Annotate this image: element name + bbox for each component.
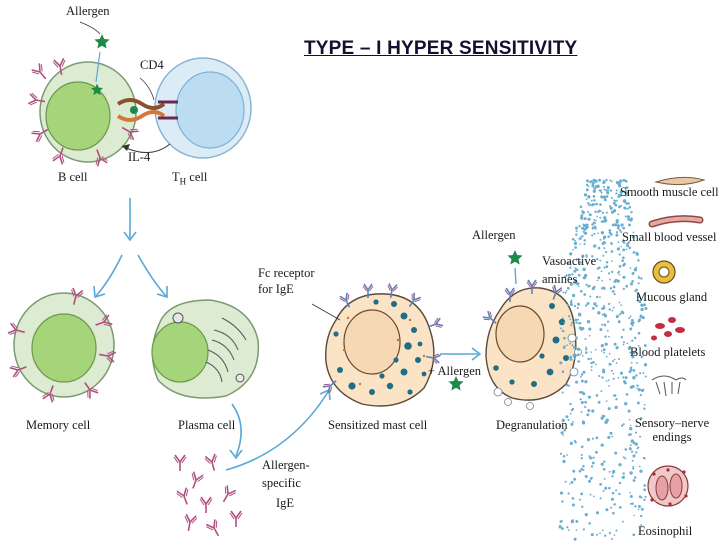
plus-allergen-label: + Allergen — [428, 364, 481, 378]
fc-receptor-label-2: for IgE — [258, 282, 294, 296]
smooth-muscle-icon — [654, 176, 706, 186]
mediator-spray — [558, 178, 648, 541]
blood-vessel-icon — [648, 215, 704, 228]
vasoactive-label-2: amines — [542, 272, 578, 286]
plasma-cell — [151, 299, 260, 399]
il4-label: IL-4 — [128, 150, 151, 164]
target-label-smooth: Smooth muscle cell — [620, 185, 719, 199]
target-label-mucous: Mucous gland — [636, 290, 708, 304]
allergen-specific-label-3: IgE — [276, 496, 295, 510]
sensory-nerve-icon — [651, 375, 687, 397]
target-label-eosinophil: Eosinophil — [638, 524, 693, 538]
ige-to-mast-arrow — [225, 391, 329, 471]
th-cell — [154, 57, 252, 159]
allergen-specific-label-2: specific — [262, 476, 301, 490]
plasma-cell-label: Plasma cell — [178, 418, 236, 432]
plasma-to-ige-arrow — [231, 403, 242, 457]
target-label-vessel: Small blood vessel — [622, 230, 717, 244]
memory-cell-label: Memory cell — [26, 418, 91, 432]
b-cell — [27, 57, 140, 168]
vasoactive-label-1: Vasoactive — [542, 254, 597, 268]
b-cell-label: B cell — [58, 170, 88, 184]
eosinophil-icon — [647, 465, 689, 507]
cd4-label: CD4 — [140, 58, 164, 72]
mucous-gland-icon — [652, 260, 676, 284]
th-cell-label: TH cell — [172, 170, 208, 187]
degranulation-label: Degranulation — [496, 418, 568, 432]
target-label-platelets: Blood platelets — [630, 345, 706, 359]
allergen-degranulation-icon — [507, 250, 523, 265]
allergen-top-label: Allergen — [66, 4, 110, 18]
sensitized-mast-cell-label: Sensitized mast cell — [328, 418, 428, 432]
memory-cell — [6, 286, 117, 404]
target-label-nerve: Sensory–nerve endings — [634, 416, 710, 445]
page-title: TYPE – I HYPER SENSITIVITY — [304, 38, 578, 59]
allergen-top-icon — [94, 34, 110, 49]
free-ige-cluster — [173, 452, 243, 540]
allergen-mid-label: Allergen — [472, 228, 516, 242]
blood-platelets-icon — [651, 317, 685, 341]
allergen-specific-label-1: Allergen- — [262, 458, 310, 472]
sensitized-mast-cell — [311, 282, 445, 407]
fc-receptor-label-1: Fc receptor — [258, 266, 315, 280]
degranulating-mast-cell — [481, 279, 582, 410]
differentiation-arrows — [93, 198, 168, 299]
b-t-synapse — [116, 77, 178, 153]
